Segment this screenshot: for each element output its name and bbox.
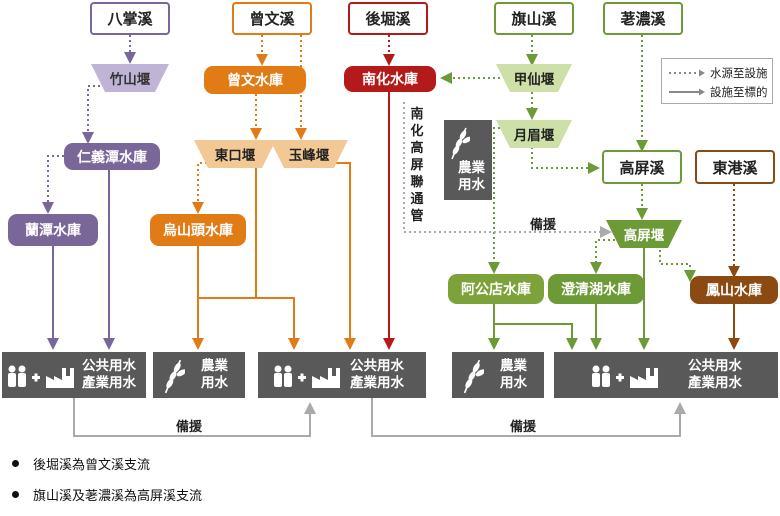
agri-use-upper-text: 農業 用水 xyxy=(458,160,485,194)
people-factory-icon xyxy=(592,365,658,388)
connector-label: 南化高屏聯通管 xyxy=(410,107,424,224)
agri-use-box-1: 農業 用水 xyxy=(153,352,245,398)
reservoir-chengqinghu: 澄清湖水庫 xyxy=(548,274,644,304)
river-zengwen: 曾文溪 xyxy=(232,2,312,35)
reservoir-zengwen: 曾文水庫 xyxy=(204,66,306,94)
public-water-label: 公共用水 xyxy=(688,358,742,374)
agri-use-text-2: 農業 用水 xyxy=(500,358,527,392)
people-factory-icon xyxy=(274,365,340,388)
notes: 後堀溪為曾文溪支流 旗山溪及荖濃溪為高屏溪支流 xyxy=(10,454,202,516)
reservoir-renyitan: 仁義潭水庫 xyxy=(64,143,160,170)
public-industrial-use-1: 公共用水 產業用水 xyxy=(2,352,146,398)
weir-yufeng: 玉峰堰 xyxy=(270,140,348,168)
bullet-icon xyxy=(12,460,19,467)
river-gaoping: 高屏溪 xyxy=(602,150,682,184)
agri-line2: 用水 xyxy=(500,375,527,391)
agri-line1: 農業 xyxy=(458,160,485,176)
weir-gaoping-label: 高屏堰 xyxy=(623,228,665,244)
weir-dongkou: 東口堰 xyxy=(194,140,276,168)
river-bazhang: 八掌溪 xyxy=(90,2,170,35)
use-text-1: 公共用水 產業用水 xyxy=(82,358,136,392)
note-item: 後堀溪為曾文溪支流 xyxy=(10,454,202,473)
weir-jiaxian-label: 甲仙堰 xyxy=(513,72,555,88)
bullet-icon xyxy=(12,491,19,498)
agri-line1: 農業 xyxy=(500,358,527,374)
people-factory-icon xyxy=(8,365,74,388)
weir-zhushan: 竹山堰 xyxy=(91,64,169,92)
agri-line1: 農業 xyxy=(201,358,228,374)
use-text-2: 公共用水 產業用水 xyxy=(350,358,404,392)
agri-use-box-upper: 農業 用水 xyxy=(444,120,492,200)
reservoir-fengshan: 鳳山水庫 xyxy=(690,276,778,304)
agri-use-box-2: 農業 用水 xyxy=(452,352,544,398)
public-water-label: 公共用水 xyxy=(350,358,404,374)
backup-label-right: 備援 xyxy=(510,420,537,435)
reservoir-agongdian: 阿公店水庫 xyxy=(448,274,544,304)
note-text: 後堀溪為曾文溪支流 xyxy=(33,458,151,473)
reservoir-nanhua: 南化水庫 xyxy=(344,66,436,92)
legend-row-solid: 設施至標的 xyxy=(668,84,768,100)
use-text-3: 公共用水 產業用水 xyxy=(688,358,742,392)
legend-row-dotted: 水源至設施 xyxy=(668,65,768,81)
weir-yuemei: 月眉堰 xyxy=(496,120,572,148)
weir-gaoping: 高屏堰 xyxy=(606,220,682,248)
legend-source-to-facility: 水源至設施 xyxy=(710,66,768,80)
agri-use-text-1: 農業 用水 xyxy=(201,358,228,392)
weir-yuemei-label: 月眉堰 xyxy=(513,128,555,144)
river-houku: 後堀溪 xyxy=(348,2,428,35)
note-text: 旗山溪及荖濃溪為高屏溪支流 xyxy=(33,489,203,504)
note-item: 旗山溪及荖濃溪為高屏溪支流 xyxy=(10,485,202,504)
legend-facility-to-target: 設施至標的 xyxy=(710,85,768,99)
industrial-water-label: 產業用水 xyxy=(688,375,742,391)
wheat-icon xyxy=(451,127,470,160)
reservoir-lantan: 蘭潭水庫 xyxy=(8,214,98,246)
weir-yufeng-label: 玉峰堰 xyxy=(288,148,330,164)
dotted-arrow-icon xyxy=(669,69,705,77)
solid-arrow-icon xyxy=(669,88,705,96)
industrial-water-label: 產業用水 xyxy=(82,375,136,391)
backup-label-connector: 備援 xyxy=(530,218,557,233)
river-qishan: 旗山溪 xyxy=(494,2,574,35)
river-laonong: 荖濃溪 xyxy=(603,2,683,35)
public-industrial-use-3: 公共用水 產業用水 xyxy=(554,352,778,398)
weir-dongkou-label: 東口堰 xyxy=(214,148,256,164)
public-industrial-use-2: 公共用水 產業用水 xyxy=(258,352,426,398)
wheat-icon xyxy=(463,359,484,394)
reservoir-wushantou: 烏山頭水庫 xyxy=(150,214,246,246)
agri-line2: 用水 xyxy=(201,375,228,391)
backup-label-left: 備援 xyxy=(176,420,203,435)
wheat-icon xyxy=(164,359,185,394)
agri-line2: 用水 xyxy=(458,177,485,193)
weir-jiaxian: 甲仙堰 xyxy=(496,64,572,92)
industrial-water-label: 產業用水 xyxy=(350,375,404,391)
legend: 水源至設施 設施至標的 xyxy=(661,58,773,104)
weir-zhushan-label: 竹山堰 xyxy=(109,72,151,88)
public-water-label: 公共用水 xyxy=(82,358,136,374)
river-donggang: 東港溪 xyxy=(695,150,775,184)
